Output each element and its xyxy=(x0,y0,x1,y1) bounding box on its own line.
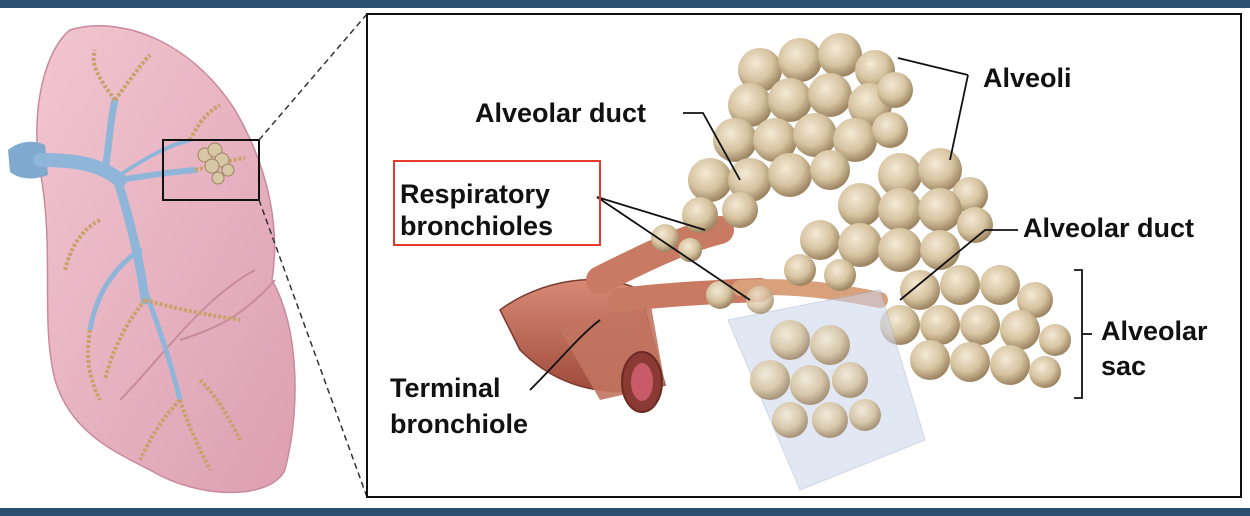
label-terminal-line2: bronchiole xyxy=(390,409,529,439)
leader-alveoli-1 xyxy=(897,57,969,76)
main-bronchus-stub xyxy=(8,141,48,179)
leader-respiratory-1 xyxy=(596,196,706,231)
lung-alveoli-cluster xyxy=(197,142,235,185)
alveoli-cluster-middle xyxy=(784,148,993,291)
zoom-line-top xyxy=(258,13,368,141)
leader-alveolar-duct-right xyxy=(899,229,1018,301)
alveolar-sac-cutaway xyxy=(706,281,926,491)
label-alveolar-duct-right: Alveolar duct xyxy=(1023,213,1195,243)
leader-respiratory-2 xyxy=(596,196,751,301)
zoom-region-box xyxy=(162,139,260,201)
lung-fissure-2 xyxy=(179,279,276,341)
zoom-line-bottom xyxy=(258,199,368,498)
alveoli-cluster-right xyxy=(880,265,1071,388)
label-alveolar-sac-line2: sac xyxy=(1101,351,1147,381)
leader-terminal xyxy=(529,319,601,391)
leader-alveoli-2 xyxy=(949,74,969,161)
highlight-box-respiratory xyxy=(393,160,601,246)
label-alveolar-duct-top: Alveolar duct xyxy=(475,98,647,128)
bronchial-tree xyxy=(33,96,198,403)
label-alveolar-sac-line1: Alveolar xyxy=(1101,316,1208,346)
lung-shape xyxy=(36,25,296,494)
lung-fissure-1 xyxy=(119,269,256,401)
bottom-border-bar xyxy=(0,508,1250,516)
lung-organ xyxy=(8,25,296,494)
leader-alveolar-duct-top xyxy=(683,112,741,181)
leader-lines xyxy=(529,57,1092,399)
label-respiratory-line2: bronchioles xyxy=(400,211,554,241)
top-border-bar xyxy=(0,0,1250,8)
label-respiratory-line1: Respiratory xyxy=(400,179,551,209)
label-alveoli: Alveoli xyxy=(983,63,1072,93)
label-terminal-line1: Terminal xyxy=(390,373,501,403)
